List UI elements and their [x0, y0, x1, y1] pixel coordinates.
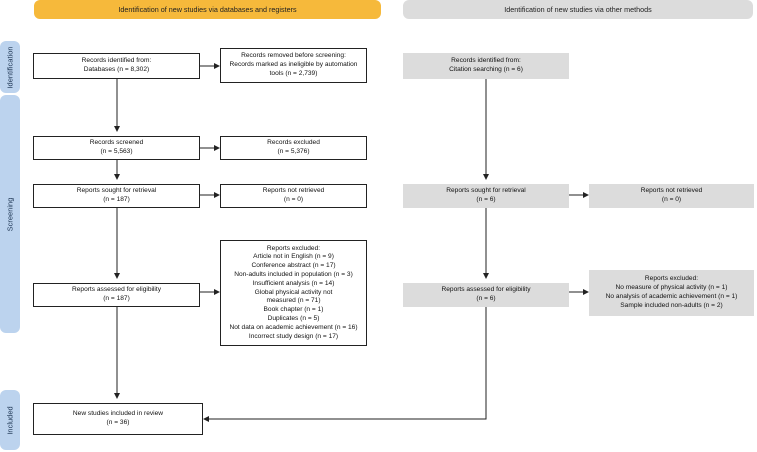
studies-included-box: New studies included in review(n = 36) [33, 403, 203, 435]
other-records-identified-line: Citation searching (n = 6) [449, 66, 523, 73]
reports-excluded-line: Book chapter (n = 1) [263, 306, 324, 314]
records-screened-line: (n = 5,563) [100, 148, 133, 155]
records-identified-box: Records identified from:Databases (n = 8… [33, 53, 200, 79]
reports-assessed-box: Reports assessed for eligibility(n = 187… [33, 283, 200, 307]
reports-not-retrieved-line: Reports not retrieved [262, 187, 325, 195]
records-excluded-line: (n = 5,376) [277, 148, 310, 155]
side-label-included: Included [0, 390, 20, 450]
other-reports-excluded-line: No measure of physical activity (n = 1) [615, 284, 728, 292]
reports-not-retrieved-box: Reports not retrieved(n = 0) [220, 184, 367, 208]
other-reports-excluded-line: No analysis of academic achievement (n =… [605, 293, 738, 300]
arrow-other-to-included [203, 307, 487, 422]
other-reports-excluded-box: Reports excluded:No measure of physical … [589, 270, 754, 316]
records-removed-line: Records marked as ineligible by automati… [229, 61, 358, 69]
records-removed-line: Records removed before screening: [241, 52, 346, 60]
records-removed-box: Records removed before screening:Records… [220, 48, 367, 83]
reports-excluded-line: Article not in English (n = 9) [253, 253, 334, 261]
records-excluded-box: Records excluded(n = 5,376) [220, 136, 367, 160]
side-label-identification: Identification [0, 41, 20, 93]
other-records-identified-box: Records identified from:Citation searchi… [403, 53, 569, 79]
reports-excluded-box: Reports excluded:Article not in English … [220, 240, 367, 346]
other-reports-assessed-line: (n = 6) [476, 295, 496, 302]
records-screened-line: Records screened [89, 139, 144, 147]
reports-sought-box: Reports sought for retrieval(n = 187) [33, 184, 200, 208]
reports-excluded-line: Reports excluded: [266, 244, 321, 252]
side-label-screening: Screening [0, 95, 20, 333]
records-excluded-line: Records excluded [267, 139, 320, 147]
reports-excluded-line: Conference abstract (n = 17) [251, 262, 336, 270]
reports-excluded-line: Non-adults included in population (n = 3… [234, 271, 353, 278]
databases-header-text: Identification of new studies via databa… [118, 5, 297, 14]
other-reports-assessed-box: Reports assessed for eligibility(n = 6) [403, 283, 569, 307]
other-reports-excluded-line: Reports excluded: [644, 275, 699, 283]
reports-assessed-line: (n = 187) [103, 295, 130, 302]
other-reports-excluded-line: Sample included non-adults (n = 2) [620, 301, 723, 309]
reports-excluded-line: Insufficient analysis (n = 14) [252, 279, 335, 287]
other-reports-not-retrieved-line: Reports not retrieved [640, 187, 703, 195]
studies-included-line: (n = 36) [106, 419, 130, 426]
reports-excluded-line: measured (n = 71) [266, 297, 321, 305]
other-methods-header-text: Identification of new studies via other … [504, 5, 652, 14]
reports-assessed-line: Reports assessed for eligibility [71, 286, 162, 294]
other-methods-header: Identification of new studies via other … [403, 0, 753, 19]
records-identified-line: Databases (n = 8,302) [83, 66, 150, 73]
other-reports-assessed-line: Reports assessed for eligibility [441, 286, 531, 294]
reports-sought-line: (n = 187) [103, 196, 130, 203]
reports-excluded-line: Incorrect study design (n = 17) [248, 332, 339, 340]
other-reports-sought-line: Reports sought for retrieval [446, 187, 526, 195]
reports-excluded-line: Not data on academic achievement (n = 16… [229, 323, 358, 331]
reports-not-retrieved-line: (n = 0) [283, 196, 304, 203]
other-reports-sought-box: Reports sought for retrieval(n = 6) [403, 184, 569, 208]
reports-excluded-line: Duplicates (n = 5) [267, 314, 320, 322]
databases-header: Identification of new studies via databa… [34, 0, 381, 19]
other-reports-not-retrieved-box: Reports not retrieved(n = 0) [589, 184, 754, 208]
reports-sought-line: Reports sought for retrieval [76, 187, 157, 195]
studies-included-line: New studies included in review [72, 410, 164, 418]
other-reports-sought-line: (n = 6) [476, 196, 496, 203]
reports-excluded-line: Global physical activity not [254, 288, 333, 296]
records-identified-line: Records identified from: [81, 57, 152, 65]
other-reports-not-retrieved-line: (n = 0) [661, 196, 682, 203]
records-screened-box: Records screened(n = 5,563) [33, 136, 200, 160]
records-removed-line: tools (n = 2,739) [269, 69, 318, 77]
other-records-identified-line: Records identified from: [451, 57, 521, 65]
